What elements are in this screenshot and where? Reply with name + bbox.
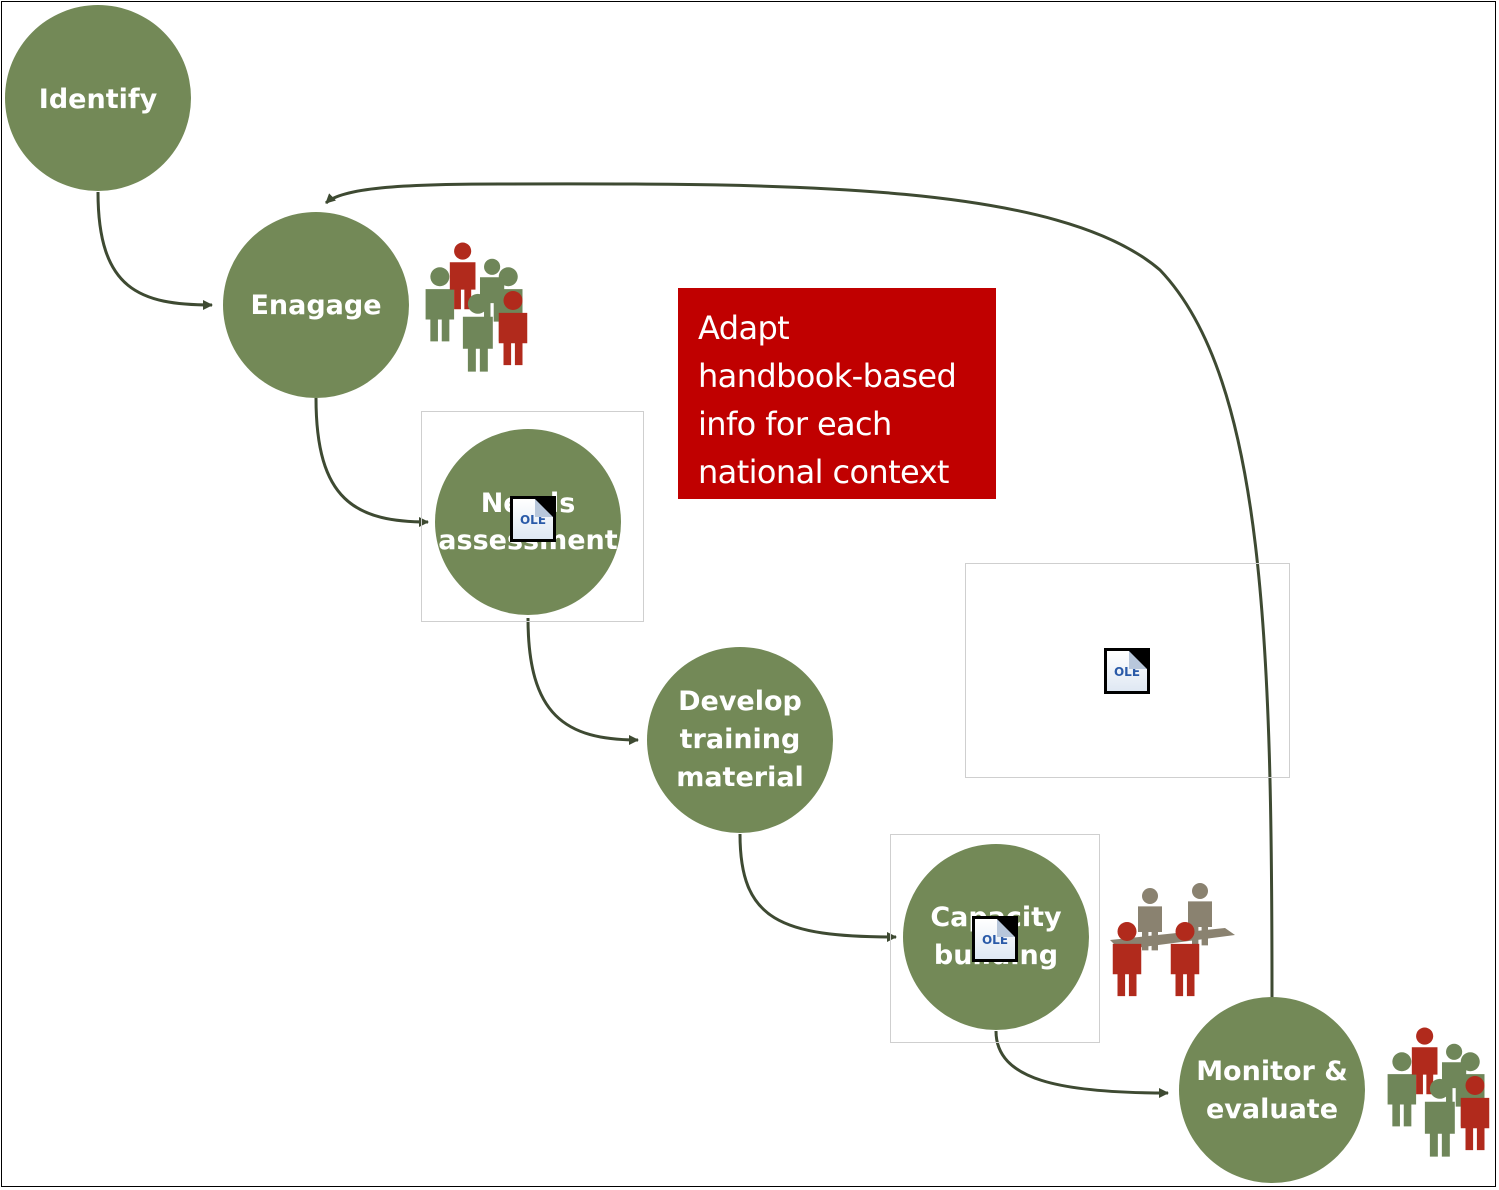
node-label: evaluate xyxy=(1206,1094,1338,1125)
arrow-monitor-to-engage xyxy=(324,182,1274,999)
callout-line: info for each xyxy=(698,405,892,443)
arrow-needs-to-develop xyxy=(526,617,639,745)
ole-object-icon[interactable]: OLE xyxy=(1104,648,1150,694)
ole-frame-empty[interactable] xyxy=(965,563,1290,778)
node-label: training xyxy=(680,724,801,755)
node-label: Develop xyxy=(678,686,802,717)
node-label: Identify xyxy=(39,84,158,115)
people-group-icon xyxy=(1387,1027,1490,1157)
node-label: Monitor & xyxy=(1196,1056,1348,1087)
callout-box: Adapt handbook-based info for each natio… xyxy=(678,288,996,499)
arrow-develop-to-capacity xyxy=(738,833,897,942)
ole-object-icon[interactable]: OLE xyxy=(510,496,556,542)
ole-frame-capacity[interactable] xyxy=(890,834,1100,1043)
node-identify: Identify xyxy=(5,5,191,191)
ole-frame-needs[interactable] xyxy=(421,411,644,622)
ole-object-icon[interactable]: OLE xyxy=(972,916,1018,962)
arrow-identify-to-engage xyxy=(96,191,213,310)
node-label: material xyxy=(676,762,804,793)
callout-line: Adapt xyxy=(698,309,790,347)
node-engage: Enagage xyxy=(223,212,409,398)
arrow-engage-to-needs xyxy=(314,397,429,527)
meeting-table-icon xyxy=(1110,883,1235,997)
connectors xyxy=(96,182,1274,1098)
callout-line: national context xyxy=(698,453,949,491)
node-monitor-evaluate: Monitor & evaluate xyxy=(1179,997,1365,1183)
node-label: Enagage xyxy=(250,290,381,321)
people-group-icon xyxy=(425,242,528,372)
callout-line: handbook-based xyxy=(698,357,957,395)
node-develop-training-material: Develop training material xyxy=(647,647,833,833)
arrow-capacity-to-monitor xyxy=(994,1030,1169,1098)
